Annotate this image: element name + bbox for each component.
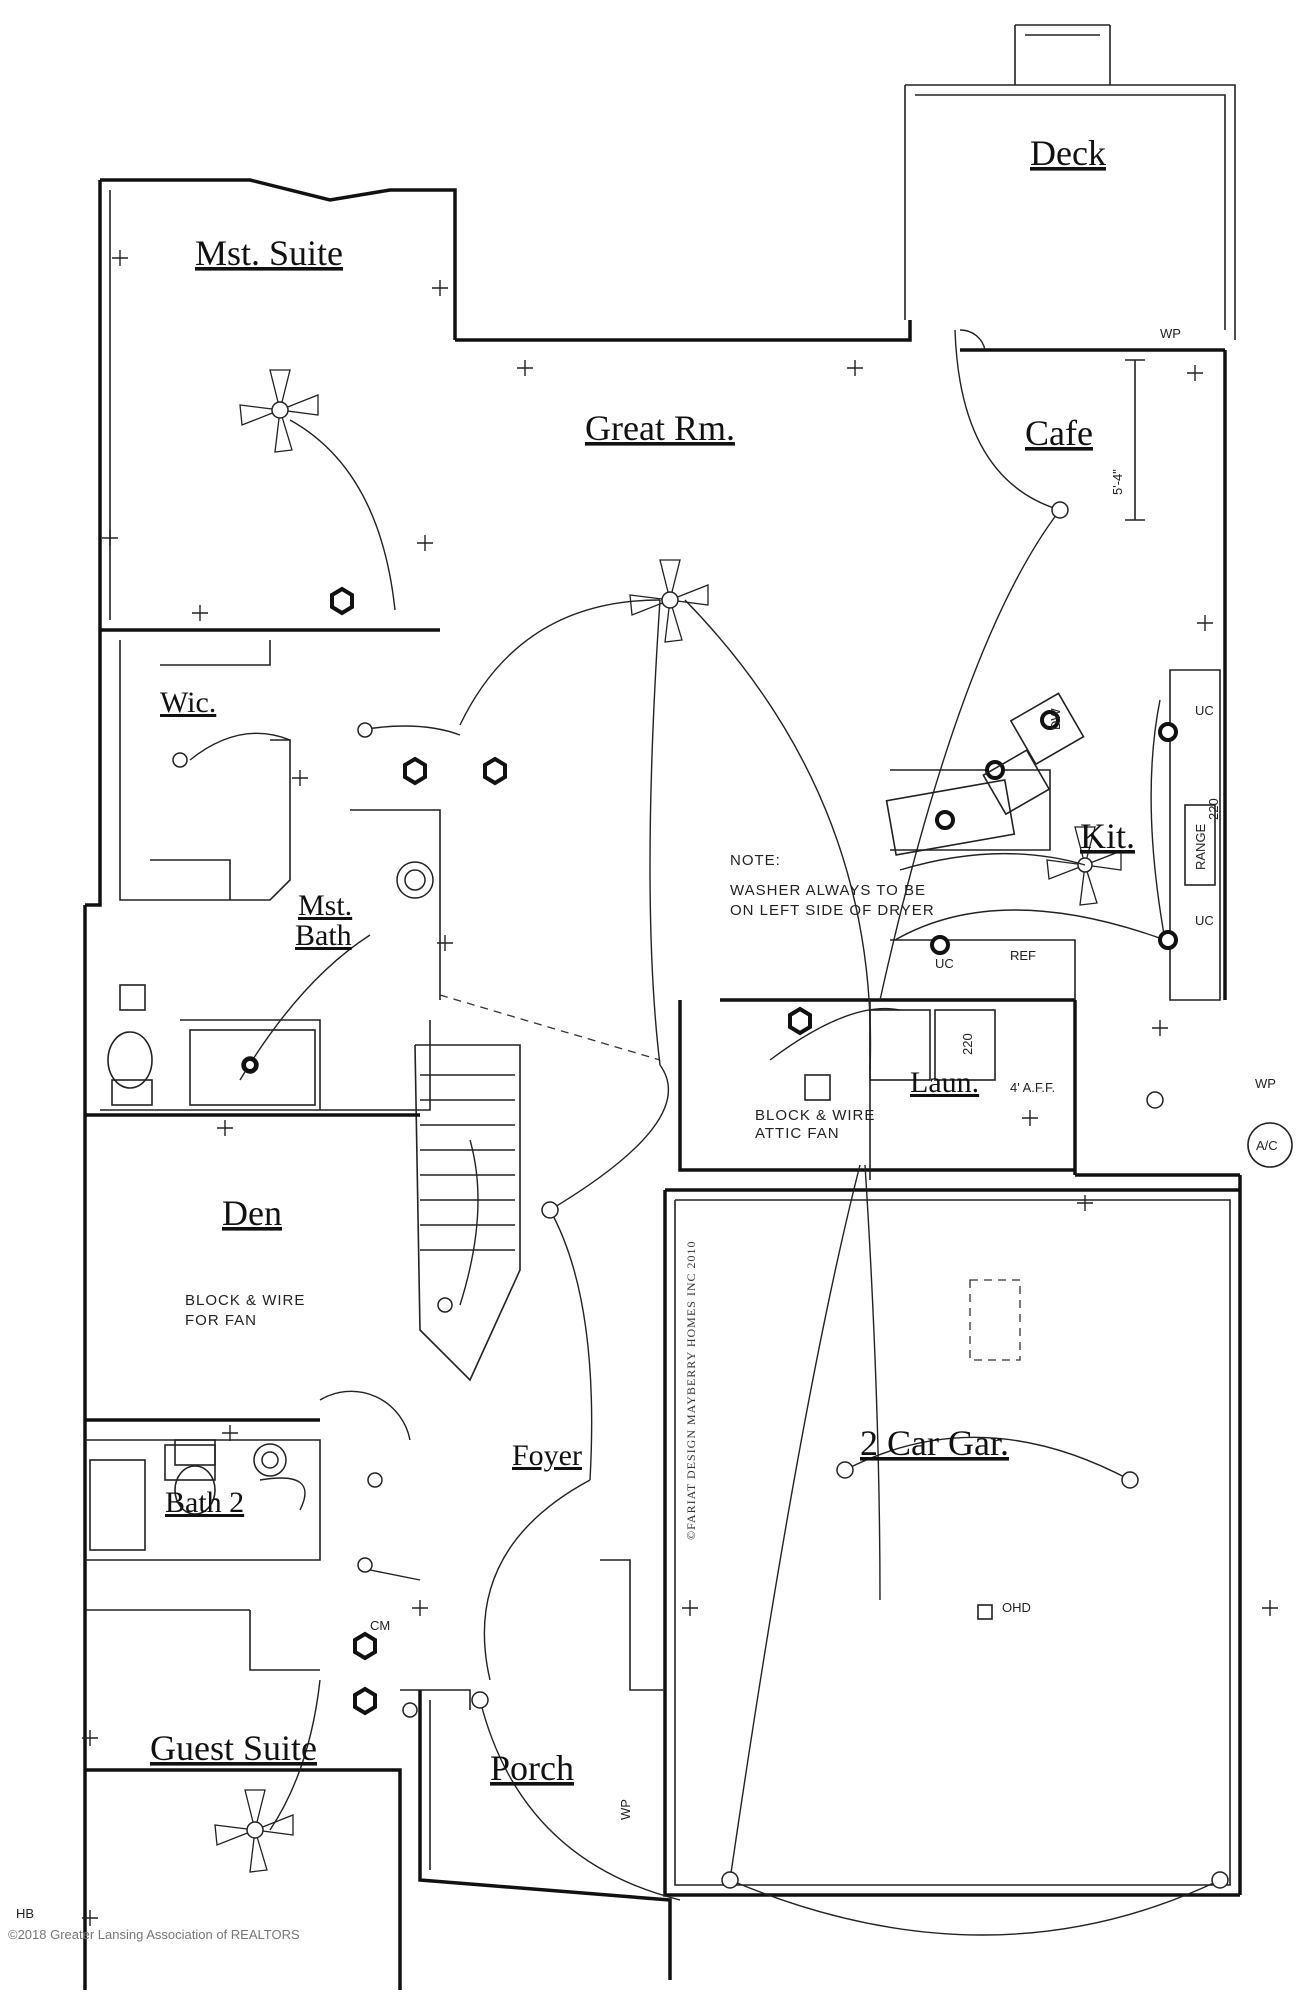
note-line-2: ON LEFT SIDE OF DRYER [730, 902, 935, 919]
copyright-watermark: ©2018 Greater Lansing Association of REA… [8, 1927, 300, 1942]
laundry-note-line-2: ATTIC FAN [755, 1125, 840, 1142]
room-label-kitchen: Kit. [1080, 816, 1135, 856]
room-label-bath2: Bath 2 [165, 1486, 244, 1519]
aff-label: 4' A.F.F. [1010, 1080, 1055, 1095]
cafe-dimension [1125, 359, 1145, 521]
smoke-detectors [330, 586, 812, 1716]
uc-laundry-label: UC [935, 956, 954, 971]
dw-label: DW [1048, 708, 1063, 730]
wp-deck-label: WP [1160, 326, 1181, 341]
cafe-dimension-label: 5'-4" [1110, 469, 1125, 495]
wiring [189, 329, 1221, 1936]
room-label-porch: Porch [490, 1748, 574, 1788]
wp-laundry-label: WP [1255, 1076, 1276, 1091]
uc-bottom-label: UC [1195, 913, 1214, 928]
ref-label: REF [1010, 948, 1036, 963]
den-note-line-1: BLOCK & WIRE [185, 1292, 305, 1309]
fan-guest-suite-icon [214, 1789, 294, 1873]
room-label-master-suite: Mst. Suite [195, 233, 343, 273]
designer-credit: ©FARIAT DESIGN MAYBERRY HOMES INC 2010 [684, 1241, 698, 1541]
kitchen-island [885, 692, 1216, 886]
light-fixtures [172, 501, 1229, 1889]
room-label-den: Den [222, 1193, 282, 1233]
note-title: NOTE: [730, 852, 781, 869]
ac-unit [1247, 1122, 1293, 1168]
bath-fixtures [107, 984, 316, 1515]
room-label-garage: 2 Car Gar. [860, 1423, 1009, 1463]
uc-top-label: UC [1195, 703, 1214, 718]
range-label: RANGE [1193, 823, 1208, 870]
room-labels: Deck Mst. Suite Great Rm. Cafe Wic. Mst.… [150, 133, 1135, 1788]
walls [83, 24, 1242, 1990]
door-swings [319, 329, 986, 1581]
range-volt-label: 220 [1206, 798, 1221, 820]
den-note-line-2: FOR FAN [185, 1312, 257, 1329]
room-label-guest-suite: Guest Suite [150, 1728, 317, 1768]
note-line-1: WASHER ALWAYS TO BE [730, 882, 926, 899]
room-label-wic: Wic. [160, 686, 216, 719]
room-label-great-room: Great Rm. [585, 408, 735, 448]
ohd-label: OHD [1002, 1600, 1031, 1615]
notes: NOTE: WASHER ALWAYS TO BE ON LEFT SIDE O… [185, 852, 935, 1329]
hb-label: HB [16, 1906, 34, 1921]
wp-porch-label: WP [618, 1799, 633, 1820]
ac-label: A/C [1256, 1138, 1278, 1153]
outlets [82, 250, 1278, 1926]
fan-kitchen-icon [1046, 826, 1122, 906]
room-label-cafe: Cafe [1025, 413, 1093, 453]
garage-opener [969, 1279, 1021, 1620]
room-label-foyer: Foyer [512, 1439, 582, 1472]
room-label-master-bath-2: Bath [295, 919, 352, 952]
room-label-master-bath-1: Mst. [298, 889, 352, 922]
fan-great-room-icon [629, 559, 709, 643]
cm-label: CM [370, 1618, 390, 1633]
small-labels: 5'-4" RANGE 220 UC UC UC REF DW 220 4' A… [16, 326, 1278, 1921]
room-label-laundry: Laun. [910, 1066, 979, 1099]
room-label-deck: Deck [1030, 133, 1106, 173]
laundry-appliances [804, 1009, 996, 1101]
fan-master-suite-icon [239, 369, 319, 453]
laundry-220-label: 220 [960, 1033, 975, 1055]
laundry-note-line-1: BLOCK & WIRE [755, 1107, 875, 1124]
